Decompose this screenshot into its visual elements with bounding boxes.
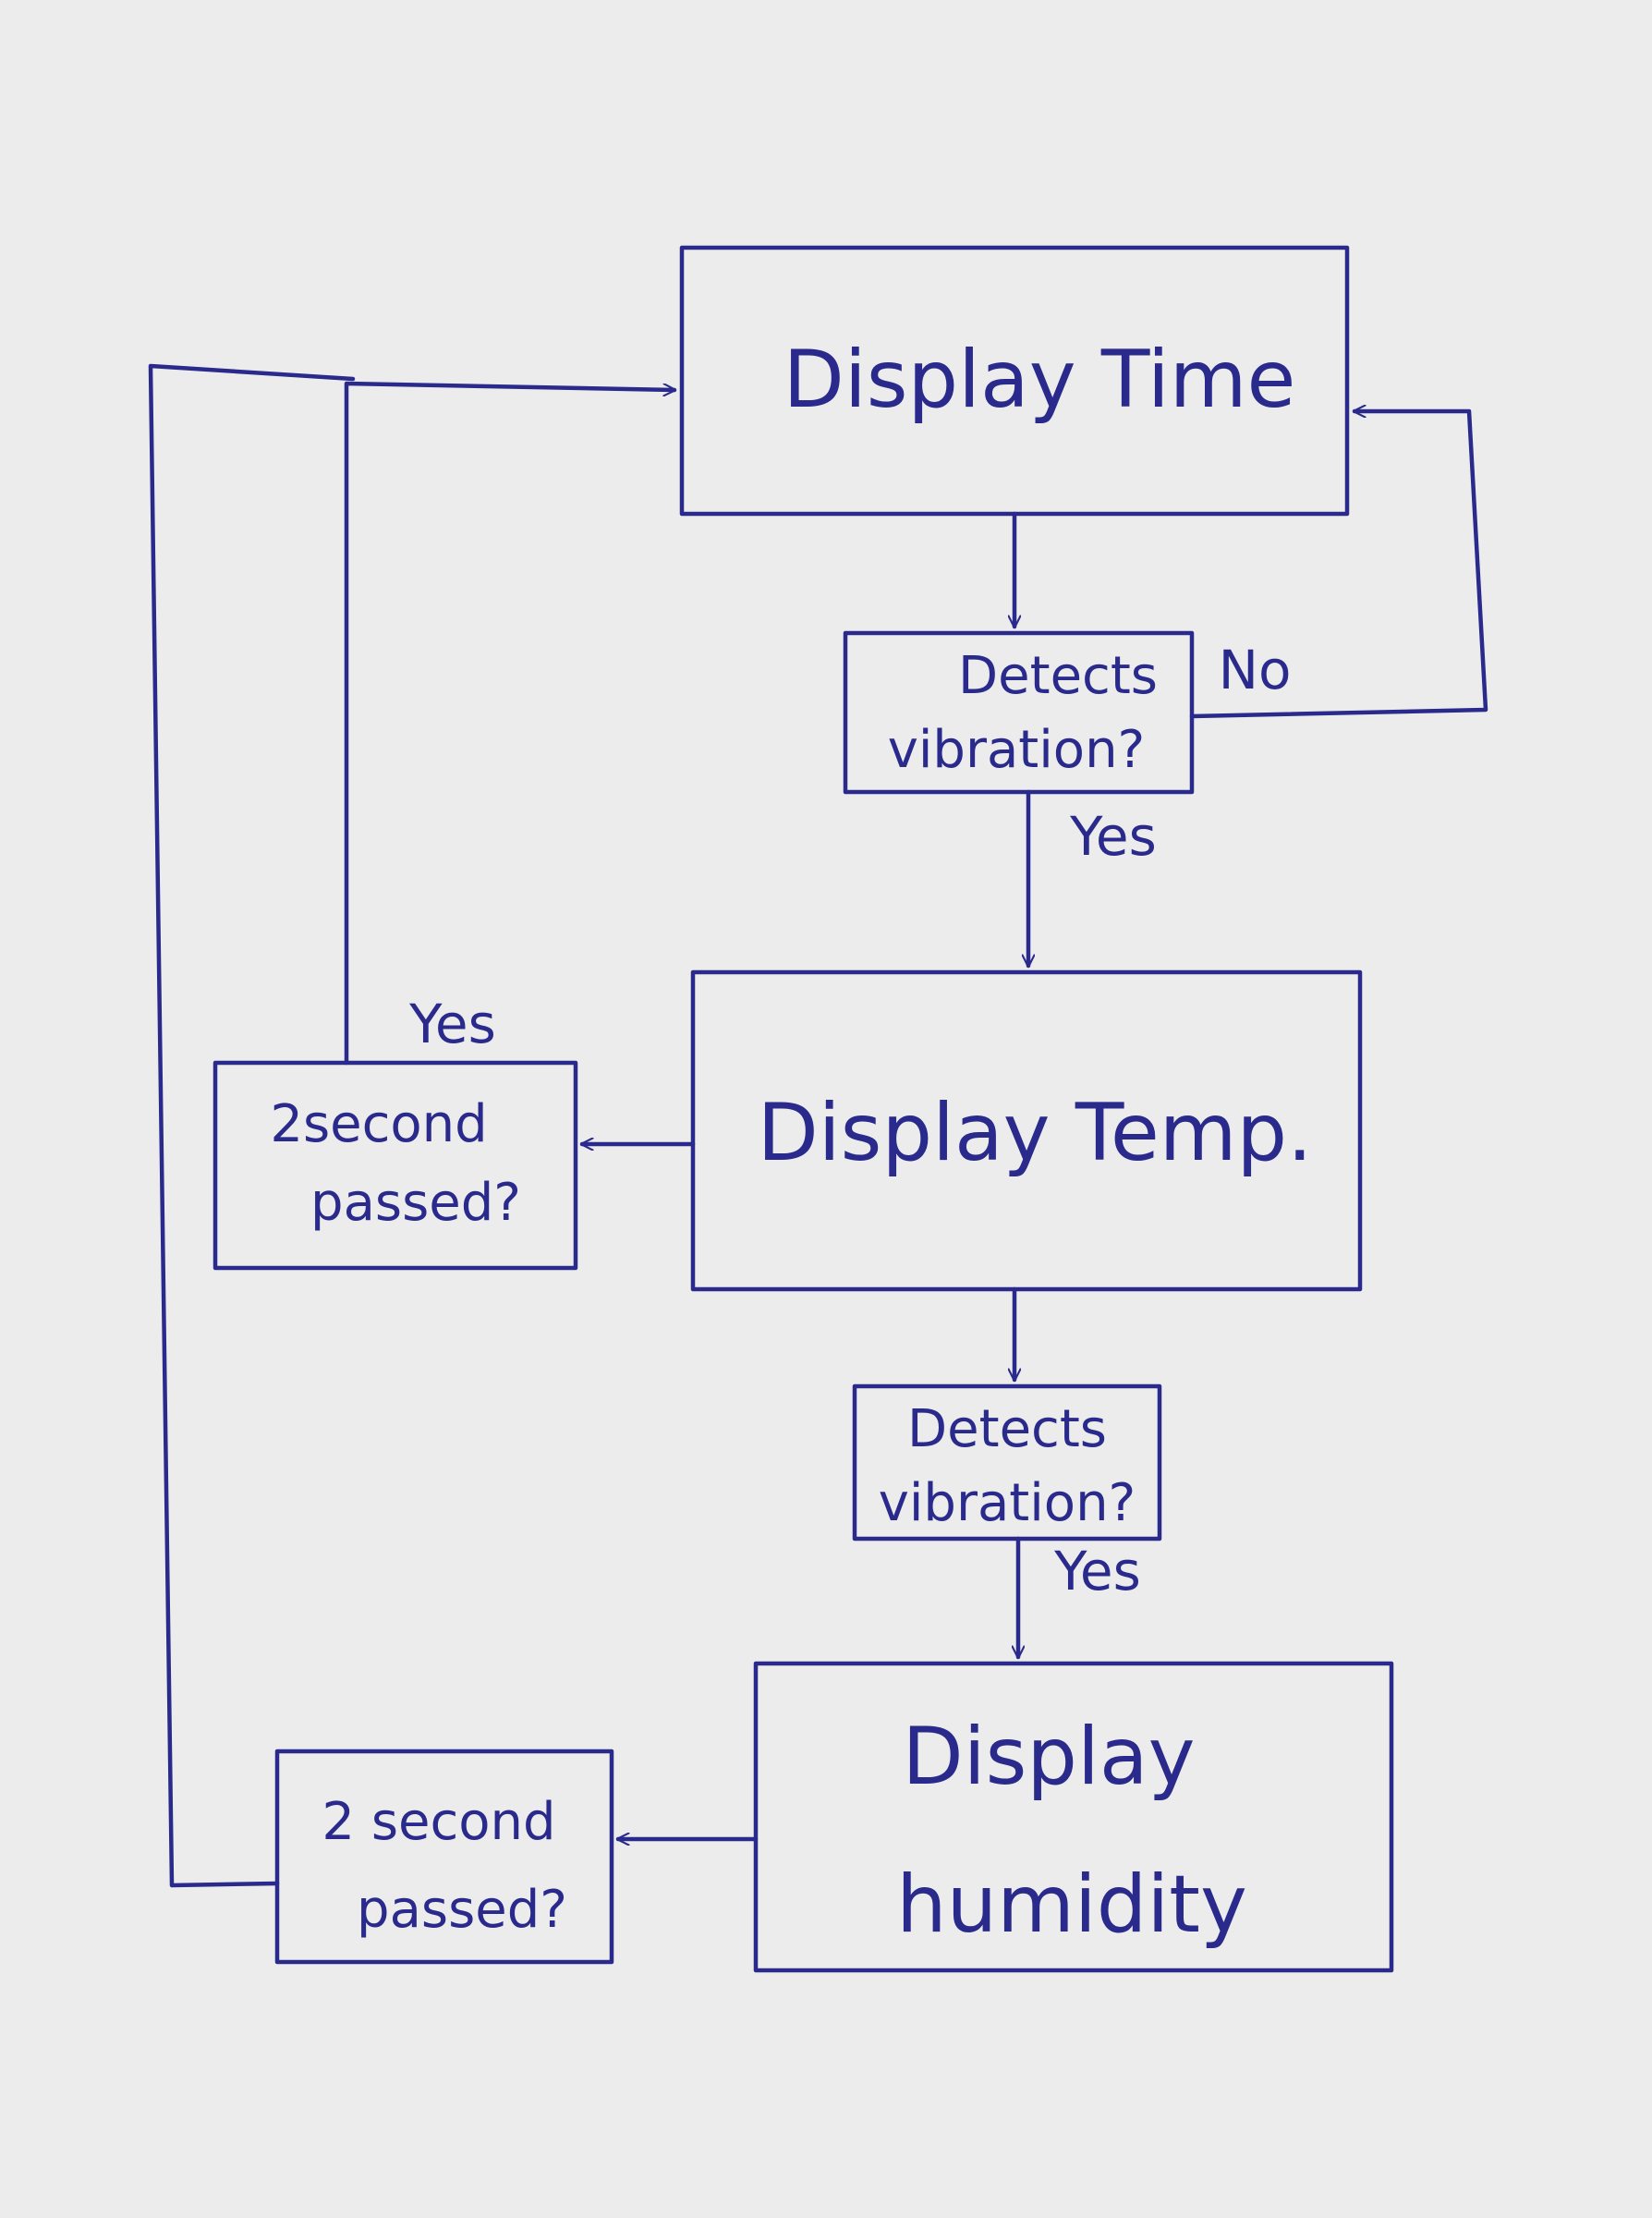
detects-vibration-2-node: Detects vibration? xyxy=(852,1383,1162,1542)
display-time-node: Display Time xyxy=(679,245,1350,517)
edge-detect1-no-loop xyxy=(1189,411,1488,719)
two-second-passed-2-line1: 2 second xyxy=(322,1792,555,1852)
detects-vibration-2-line1: Detects xyxy=(907,1399,1107,1459)
display-humidity-node: Display humidity xyxy=(753,1661,1394,1973)
edge-label-yes-1: Yes xyxy=(1069,805,1157,868)
two-second-passed-1-node: 2second passed? xyxy=(213,1060,578,1271)
edge-label-no: No xyxy=(1219,639,1292,701)
edge-label-yes-3: Yes xyxy=(1053,1540,1141,1603)
two-second-passed-1-line1: 2second xyxy=(270,1094,487,1154)
display-time-label: Display Time xyxy=(783,334,1296,426)
display-humidity-line1: Display xyxy=(903,1711,1196,1803)
two-second-passed-2-node: 2 second passed? xyxy=(274,1749,614,1965)
detects-vibration-1-node: Detects vibration? xyxy=(843,630,1195,795)
edge-2sec1-yes-to-time xyxy=(344,381,677,1066)
edge-label-yes-2: Yes xyxy=(408,993,496,1055)
detects-vibration-1-line1: Detects xyxy=(958,646,1158,706)
detects-vibration-1-line2: vibration? xyxy=(888,720,1146,780)
display-temp-label: Display Temp. xyxy=(758,1087,1313,1179)
display-humidity-line2: humidity xyxy=(896,1858,1247,1951)
two-second-passed-2-line2: passed? xyxy=(357,1880,567,1940)
detects-vibration-2-line2: vibration? xyxy=(879,1473,1136,1533)
display-temp-node: Display Temp. xyxy=(690,969,1363,1292)
two-second-passed-1-line2: passed? xyxy=(310,1173,521,1233)
edge-2sec2-loop-to-time xyxy=(148,363,356,1888)
